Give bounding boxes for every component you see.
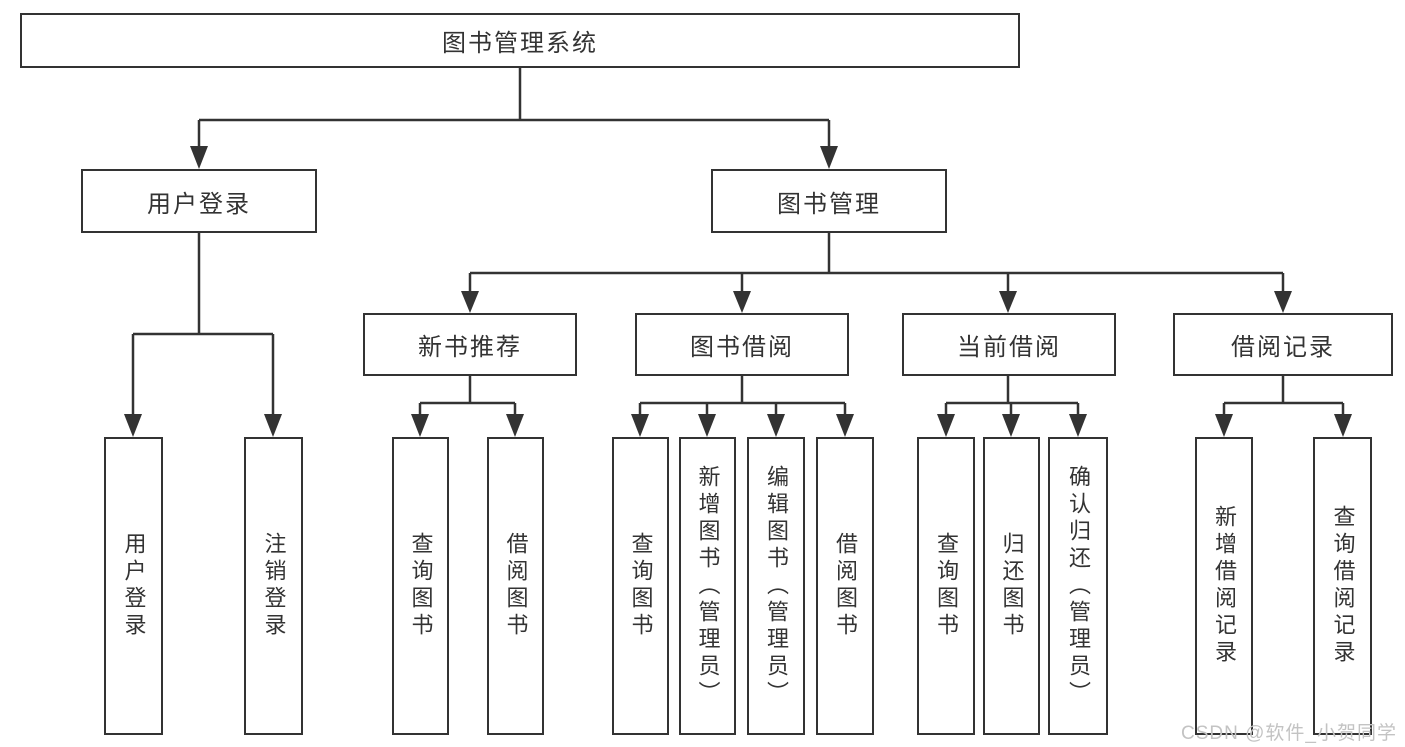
arrowhead-icon — [836, 414, 854, 437]
leaf-br-query-record: 查询借阅记录 — [1313, 437, 1372, 735]
watermark: CSDN @软件_小贺同学 — [1181, 723, 1397, 744]
leaf-cb-query-books-label: 查询图书 — [934, 532, 959, 640]
node-root: 图书管理系统 — [20, 13, 1020, 68]
leaf-bb-edit-books-admin: 编辑图书（管理员） — [747, 437, 805, 735]
leaf-cb-return-books: 归还图书 — [983, 437, 1040, 735]
leaf-bb-add-books-admin: 新增图书（管理员） — [679, 437, 736, 735]
arrowhead-icon — [1215, 414, 1233, 437]
leaf-bb-add-books-admin-label: 新增图书（管理员） — [695, 464, 721, 708]
node-user-login-label: 用户登录 — [147, 190, 251, 218]
arrowhead-icon — [506, 414, 524, 437]
arrowhead-icon — [190, 146, 208, 169]
leaf-bb-borrow-books-label: 借阅图书 — [833, 532, 858, 640]
leaf-nbr-borrow-books-label: 借阅图书 — [503, 532, 529, 640]
node-new-book-recommend: 新书推荐 — [363, 313, 577, 376]
leaf-bb-query-books: 查询图书 — [612, 437, 669, 735]
leaf-logout: 注销登录 — [244, 437, 303, 735]
node-book-management: 图书管理 — [711, 169, 947, 233]
arrowhead-icon — [461, 291, 479, 313]
leaf-cb-confirm-return-admin: 确认归还（管理员） — [1048, 437, 1108, 735]
leaf-cb-confirm-return-admin-label: 确认归还（管理员） — [1066, 464, 1091, 708]
leaf-br-add-record-label: 新增借阅记录 — [1212, 505, 1237, 667]
arrowhead-icon — [1069, 414, 1087, 437]
connector-borrow-records — [1222, 376, 1345, 416]
leaf-cb-query-books: 查询图书 — [917, 437, 975, 735]
connector-book-management — [468, 233, 1285, 293]
arrowhead-icon — [1002, 414, 1020, 437]
arrowhead-icon — [411, 414, 429, 437]
connector-new-book-recommend — [418, 376, 517, 416]
leaf-br-query-record-label: 查询借阅记录 — [1330, 505, 1356, 667]
leaf-bb-borrow-books: 借阅图书 — [816, 437, 874, 735]
node-borrow-records: 借阅记录 — [1173, 313, 1393, 376]
connector-book-borrow — [638, 376, 847, 416]
arrowhead-icon — [1334, 414, 1352, 437]
leaf-bb-edit-books-admin-label: 编辑图书（管理员） — [764, 464, 789, 708]
leaf-br-add-record: 新增借阅记录 — [1195, 437, 1253, 735]
node-user-login: 用户登录 — [81, 169, 317, 233]
arrowhead-icon — [698, 414, 716, 437]
leaf-user-login-label: 用户登录 — [121, 532, 147, 640]
node-book-management-label: 图书管理 — [777, 190, 881, 218]
leaf-nbr-query-books: 查询图书 — [392, 437, 449, 735]
arrowhead-icon — [1274, 291, 1292, 313]
leaf-user-login: 用户登录 — [104, 437, 163, 735]
arrowhead-icon — [264, 414, 282, 437]
leaf-cb-return-books-label: 归还图书 — [999, 532, 1025, 640]
leaf-bb-query-books-label: 查询图书 — [628, 532, 654, 640]
node-new-book-recommend-label: 新书推荐 — [418, 334, 522, 361]
arrowhead-icon — [124, 414, 142, 437]
connector-root — [197, 68, 831, 148]
arrowhead-icon — [767, 414, 785, 437]
connector-user-login — [131, 233, 275, 416]
arrowhead-icon — [820, 146, 838, 169]
arrowhead-icon — [631, 414, 649, 437]
arrowhead-icon — [999, 291, 1017, 313]
arrowheads — [124, 146, 1352, 437]
node-borrow-records-label: 借阅记录 — [1231, 334, 1335, 361]
node-book-borrow-label: 图书借阅 — [690, 334, 794, 361]
connector-current-borrow — [944, 376, 1080, 416]
leaf-nbr-borrow-books: 借阅图书 — [487, 437, 544, 735]
arrowhead-icon — [937, 414, 955, 437]
arrowhead-icon — [733, 291, 751, 313]
node-current-borrow-label: 当前借阅 — [957, 334, 1061, 361]
node-root-label: 图书管理系统 — [442, 30, 598, 57]
node-current-borrow: 当前借阅 — [902, 313, 1116, 376]
leaf-nbr-query-books-label: 查询图书 — [408, 532, 434, 640]
leaf-logout-label: 注销登录 — [261, 532, 287, 640]
node-book-borrow: 图书借阅 — [635, 313, 849, 376]
